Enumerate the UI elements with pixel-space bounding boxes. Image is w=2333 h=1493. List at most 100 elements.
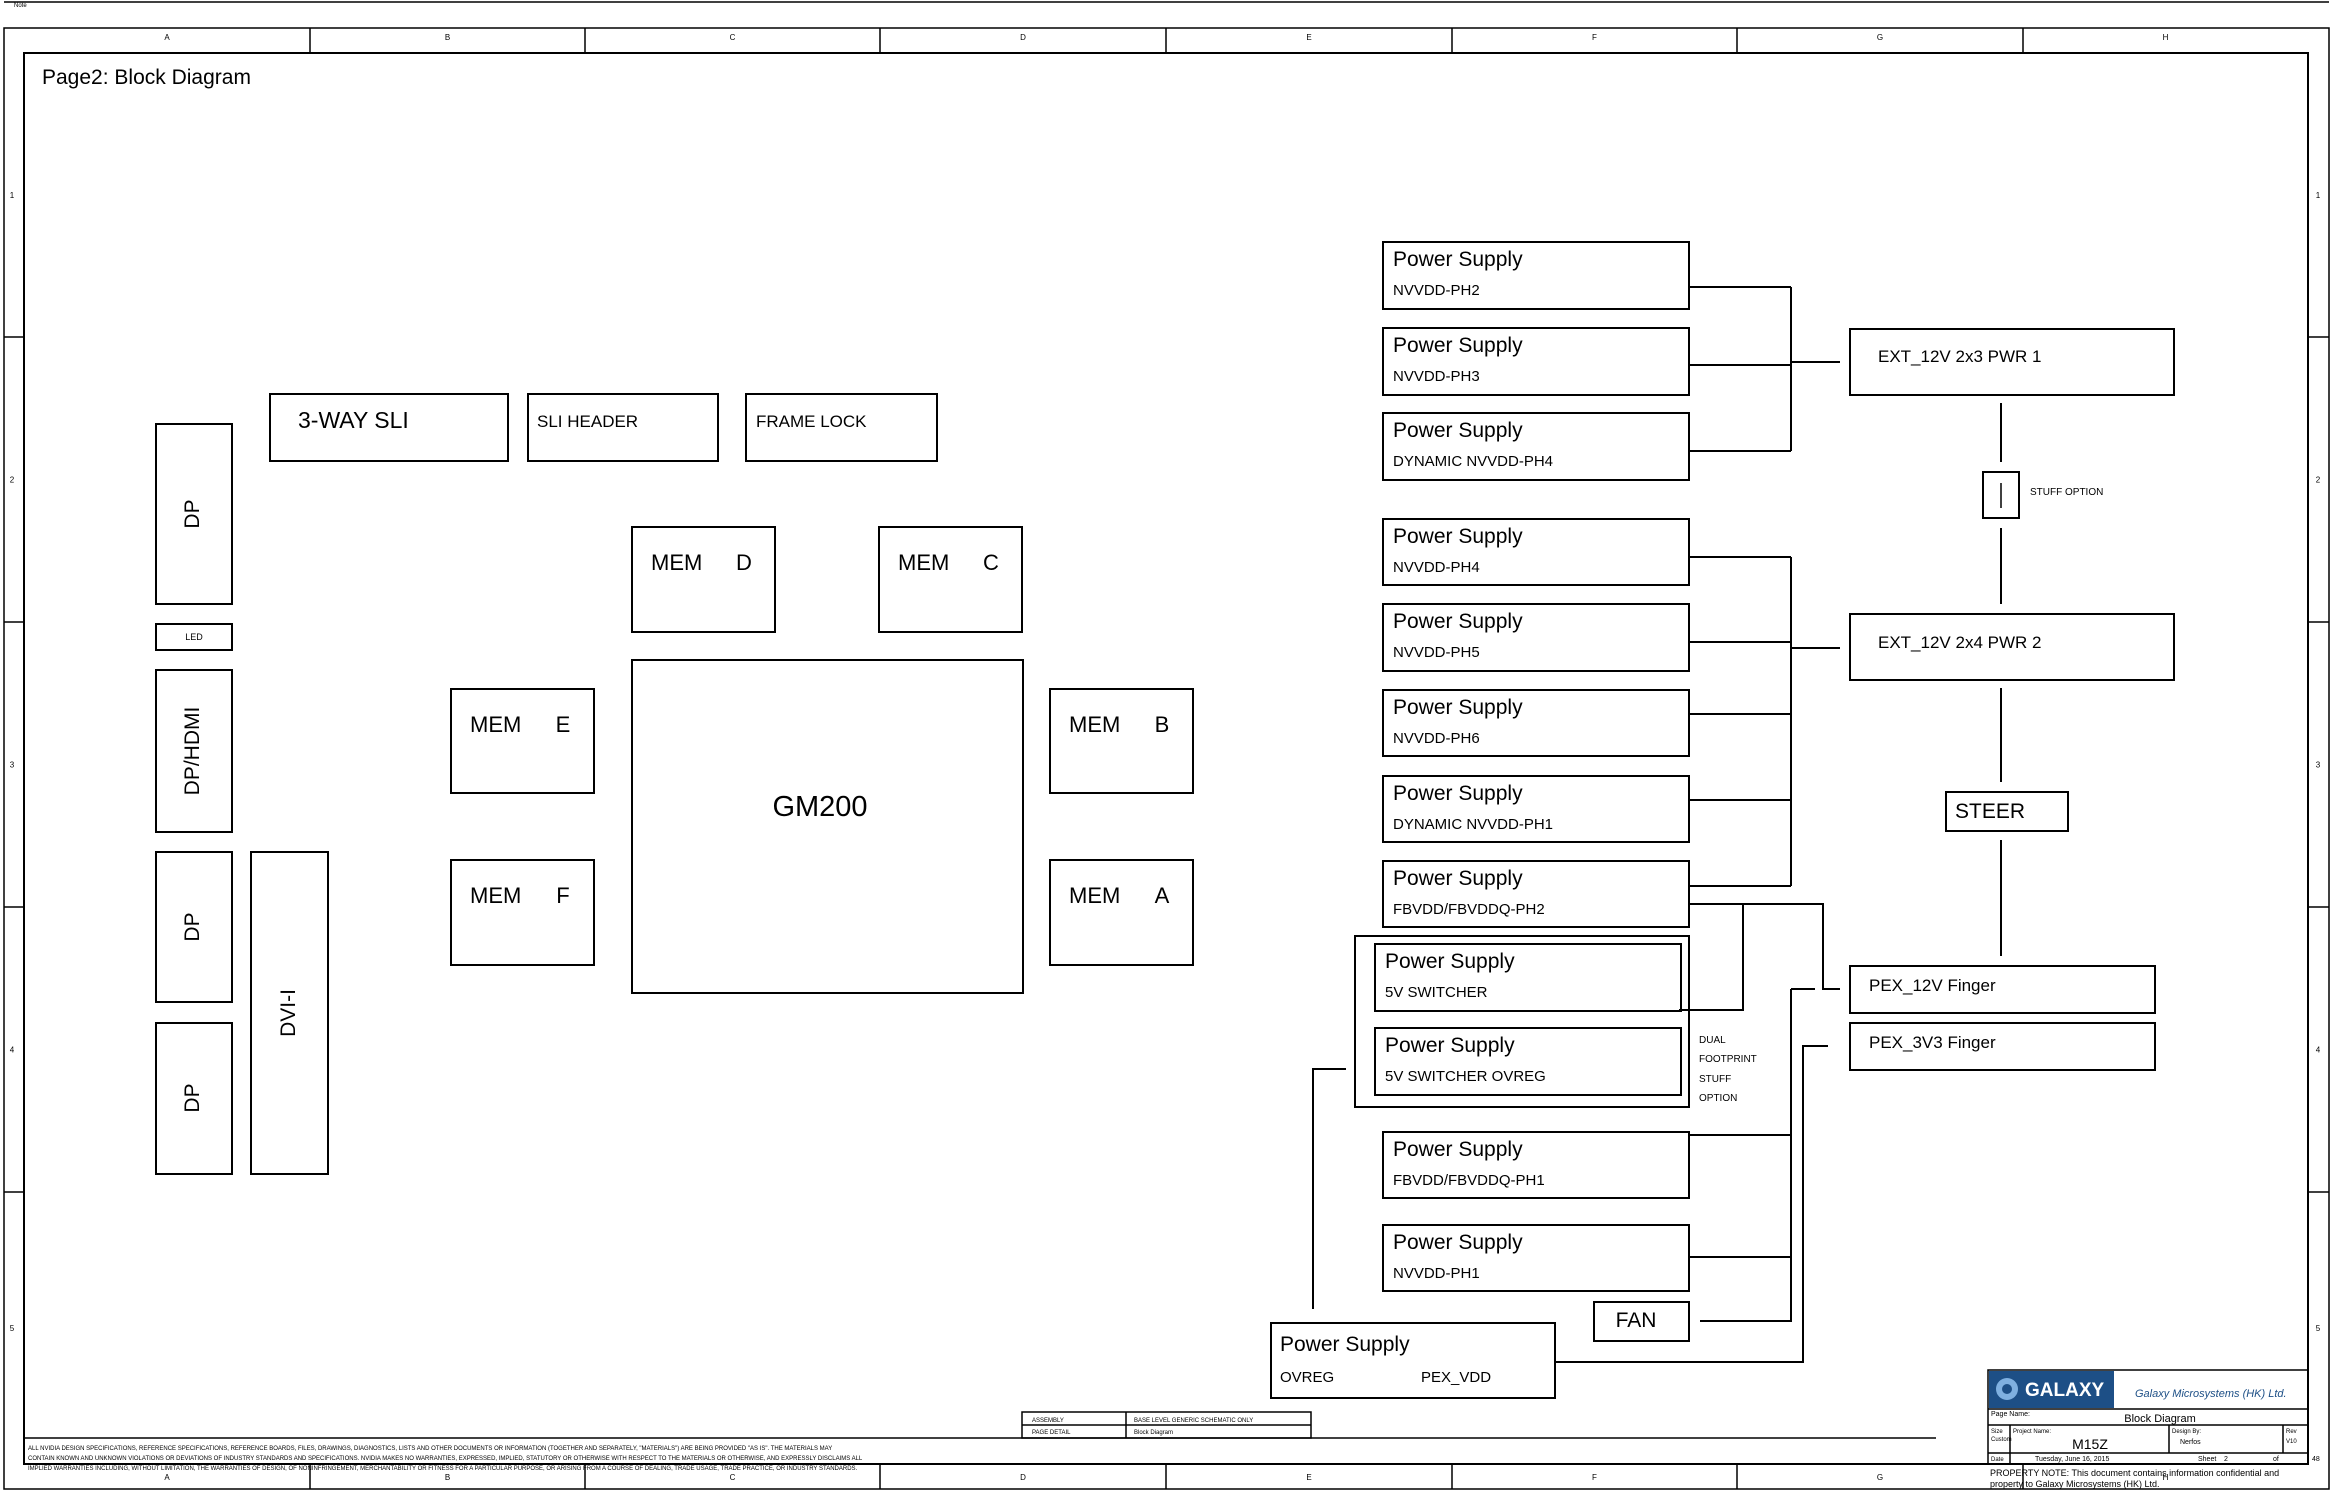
zone-row-right-4: 4 <box>2316 1046 2321 1055</box>
mem-c-name: MEM <box>898 550 949 575</box>
mem-f-block <box>450 859 595 966</box>
mem-b-letter: B <box>1155 712 1170 737</box>
frame-lock-block <box>745 393 938 462</box>
power-supply-subtitle: NVVDD-PH3 <box>1393 368 1480 385</box>
frame-lock-label: FRAME LOCK <box>756 412 867 431</box>
outer-frame <box>3 27 2330 1490</box>
mem-f-name: MEM <box>470 883 521 908</box>
mem-f-letter: F <box>556 883 569 908</box>
power-supply-title: Power Supply <box>1385 950 1515 973</box>
page-name-label: Page Name: <box>1991 1411 2030 1418</box>
mem-b-block <box>1049 688 1194 794</box>
corner-note: Note <box>14 3 27 9</box>
fan-block <box>1593 1301 1690 1342</box>
date-label: Date <box>1991 1457 2004 1463</box>
mem-a-block <box>1049 859 1194 966</box>
zone-col-bottom-7: G <box>1877 1473 1883 1482</box>
assembly-value: BASE LEVEL GENERIC SCHEMATIC ONLY <box>1134 1418 1253 1424</box>
power-supply-subtitle: FBVDD/FBVDDQ-PH2 <box>1393 901 1545 918</box>
power-supply-subtitle: 5V SWITCHER <box>1385 984 1488 1001</box>
sheet-label: Sheet <box>2198 1456 2216 1463</box>
dual-footprint-line-4: OPTION <box>1699 1093 1737 1104</box>
pex-12v-finger-label: PEX_12V Finger <box>1869 976 1996 995</box>
zone-col-bottom-4: D <box>1020 1473 1026 1482</box>
ovreg-supply-block <box>1270 1322 1556 1399</box>
rev-label: Rev <box>2286 1429 2297 1435</box>
ext-12v-pwr2-block <box>1849 613 2175 681</box>
page-detail-value: Block Diagram <box>1134 1430 1173 1436</box>
dual-footprint-line-1: DUAL <box>1699 1035 1726 1046</box>
power-supply-subtitle: NVVDD-PH2 <box>1393 282 1480 299</box>
of-label: of <box>2273 1456 2279 1463</box>
power-supply-title: Power Supply <box>1393 782 1523 805</box>
steer-block <box>1945 791 2069 832</box>
mem-d-letter: D <box>736 550 752 575</box>
sheet-total: 48 <box>2312 1456 2320 1463</box>
property-note-line-2: property to Galaxy Microsystems (HK) Ltd… <box>1990 1479 2160 1489</box>
page-name: Block Diagram <box>2124 1413 2196 1425</box>
zone-col-top-7: G <box>1877 33 1883 42</box>
dp-top-label: DP <box>181 499 204 528</box>
led-indicator <box>155 623 233 651</box>
dual-footprint-line-3: STUFF <box>1699 1074 1731 1085</box>
sheet-number: 2 <box>2224 1456 2228 1463</box>
zone-col-bottom-2: B <box>445 1473 450 1482</box>
svg-text:GALAXY: GALAXY <box>2025 1380 2105 1401</box>
zone-row-left-5: 5 <box>10 1324 15 1333</box>
gpu-label: GM200 <box>772 791 867 823</box>
project-name: M15Z <box>2072 1436 2108 1452</box>
project-label: Project Name: <box>2013 1429 2051 1435</box>
page-detail-label: PAGE DETAIL <box>1032 1430 1071 1436</box>
mem-e-block <box>450 688 595 794</box>
power-supply-title: Power Supply <box>1393 248 1523 271</box>
power-supply-title: Power Supply <box>1393 1138 1523 1161</box>
zone-col-bottom-3: C <box>730 1473 736 1482</box>
power-supply-title: Power Supply <box>1393 867 1523 890</box>
dp-bottom-label: DP <box>181 1083 204 1112</box>
power-supply-subtitle: NVVDD-PH6 <box>1393 730 1480 747</box>
dvi-connector <box>250 851 329 1175</box>
size-value: Custom <box>1991 1437 2012 1443</box>
ext-12v-pwr1-block <box>1849 328 2175 396</box>
dual-footprint-line-2: FOOTPRINT <box>1699 1054 1757 1065</box>
zone-col-bottom-6: F <box>1592 1473 1597 1482</box>
zone-row-left-4: 4 <box>10 1046 15 1055</box>
power-supply-subtitle: FBVDD/FBVDDQ-PH1 <box>1393 1172 1545 1189</box>
page-title: Page2: Block Diagram <box>42 66 251 89</box>
dp-bottom-connector <box>155 1022 233 1175</box>
dp-mid-label: DP <box>181 912 204 941</box>
power-supply-subtitle: NVVDD-PH4 <box>1393 559 1480 576</box>
zone-col-top-1: A <box>164 33 170 42</box>
design-label: Design By: <box>2172 1429 2201 1435</box>
pex-12v-finger-block <box>1849 965 2156 1014</box>
size-label: Size <box>1991 1429 2003 1435</box>
property-note-line-1: PROPERTY NOTE: This document contains in… <box>1990 1468 2279 1478</box>
zone-col-top-5: E <box>1306 33 1311 42</box>
power-supply-subtitle: NVVDD-PH1 <box>1393 1265 1480 1282</box>
date-value: Tuesday, June 16, 2015 <box>2035 1456 2109 1463</box>
zone-col-top-8: H <box>2163 33 2169 42</box>
dp-top-connector <box>155 423 233 605</box>
galaxy-logo: GALAXY <box>1989 1371 2114 1408</box>
drawing-frame <box>23 52 2309 1465</box>
disclaimer-line-1: ALL NVIDIA DESIGN SPECIFICATIONS, REFERE… <box>28 1446 832 1452</box>
power-supply-title: Power Supply <box>1393 334 1523 357</box>
power-supply-subtitle: NVVDD-PH5 <box>1393 644 1480 661</box>
sli-3way-label: 3-WAY SLI <box>298 407 409 433</box>
zone-col-top-6: F <box>1592 33 1597 42</box>
zone-col-bottom-5: E <box>1306 1473 1311 1482</box>
zone-col-bottom-1: A <box>164 1473 170 1482</box>
zone-row-left-3: 3 <box>10 761 15 770</box>
rev-value: V10 <box>2286 1439 2297 1445</box>
zone-row-right-5: 5 <box>2316 1324 2321 1333</box>
zone-col-top-2: B <box>445 33 450 42</box>
led-label: LED <box>185 632 203 642</box>
power-supply-9: Power Supply 5V SWITCHER <box>1374 943 1682 1012</box>
fan-label: FAN <box>1616 1309 1657 1332</box>
pex-3v3-finger-label: PEX_3V3 Finger <box>1869 1033 1996 1052</box>
